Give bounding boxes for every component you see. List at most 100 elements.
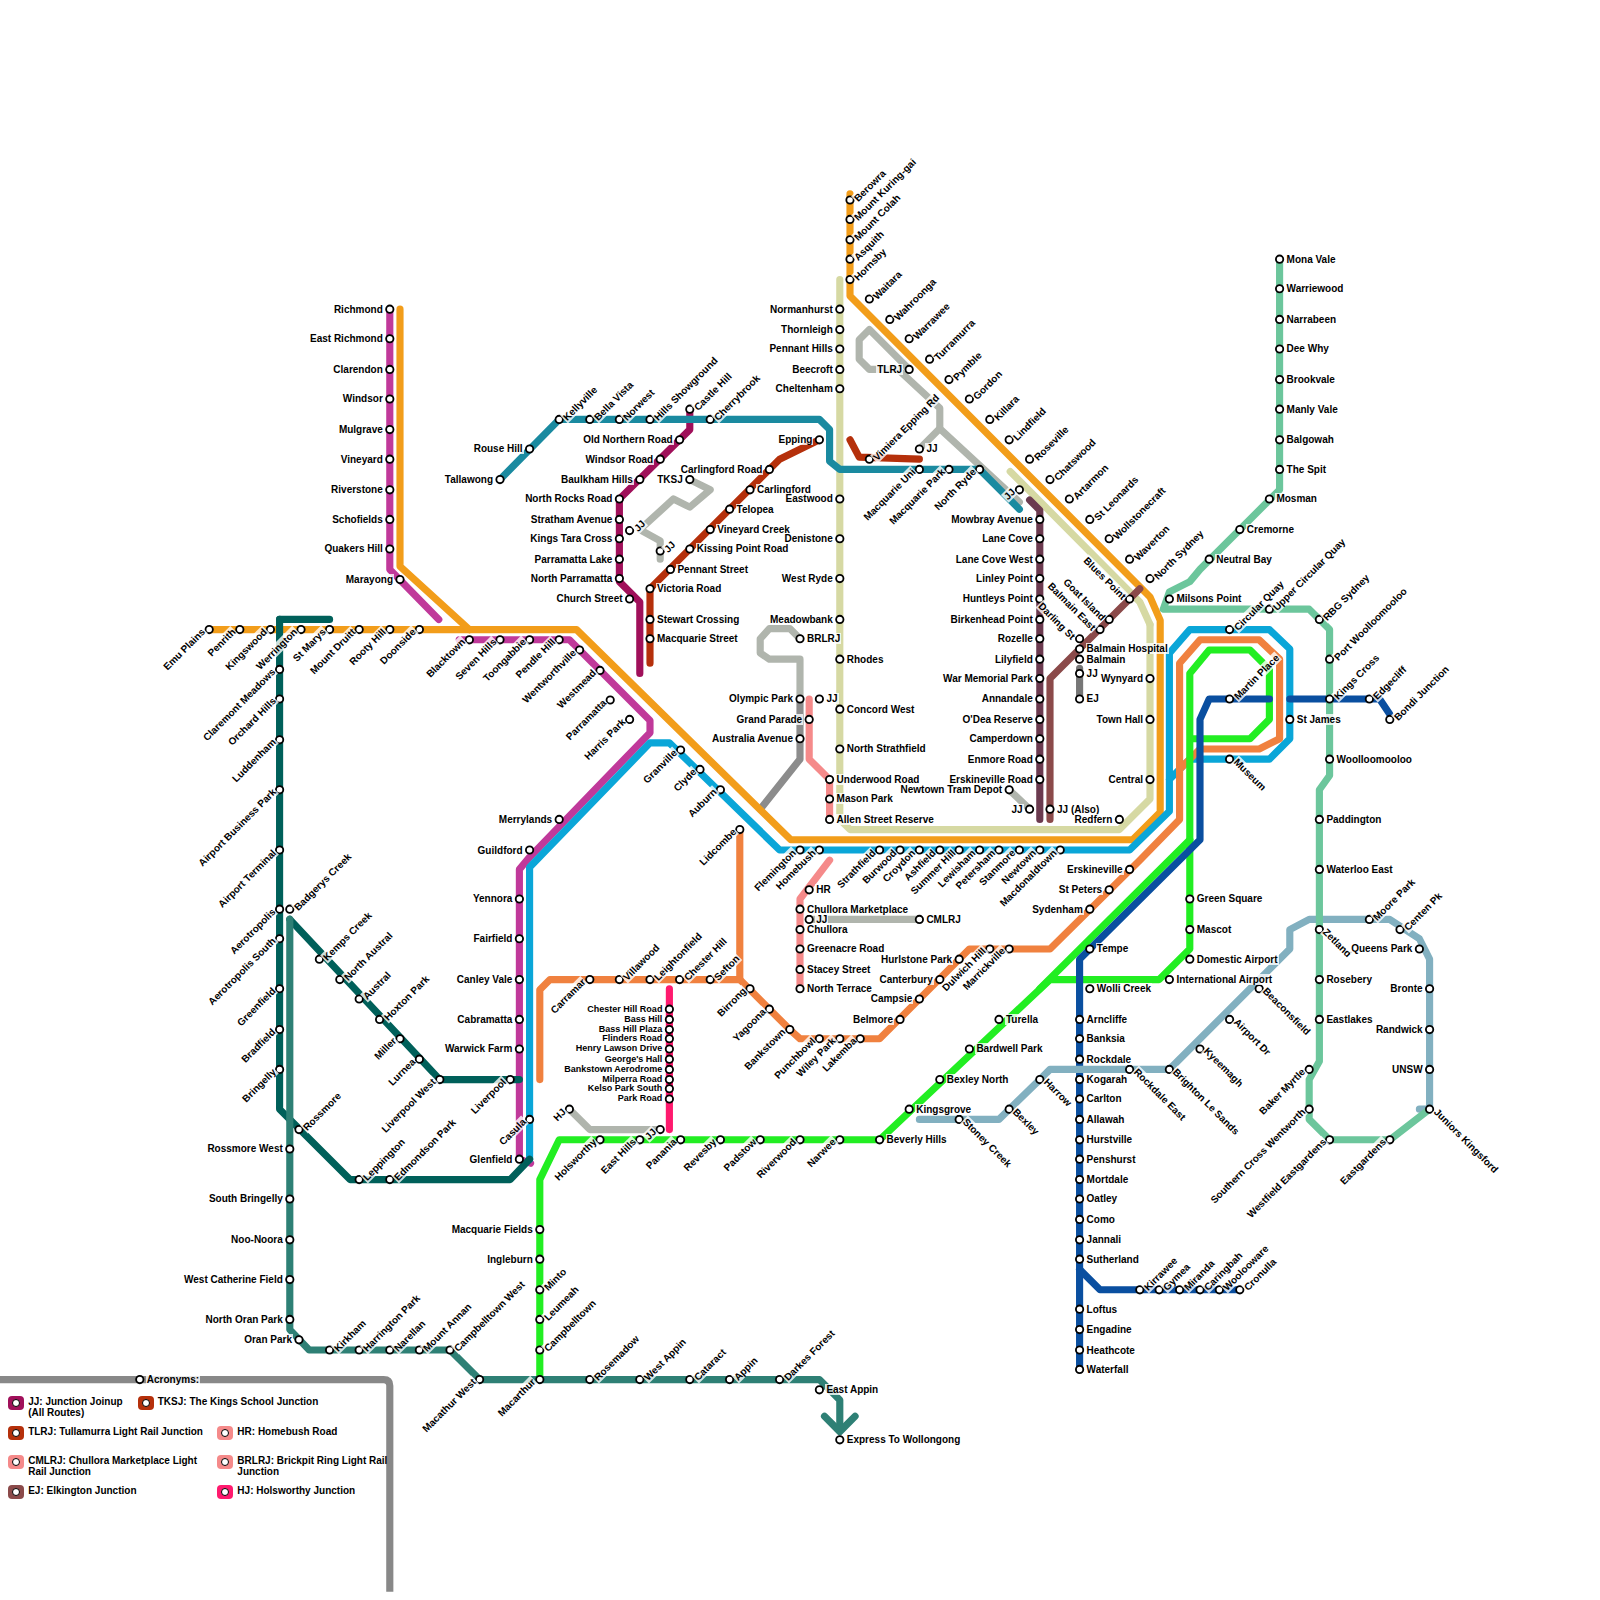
station-dot: [1166, 976, 1173, 983]
station-label: Allen Street Reserve: [836, 814, 935, 825]
station-dot: [836, 345, 843, 352]
station-label: Greenfield: [234, 985, 278, 1029]
station-label: Ingleburn: [486, 1254, 534, 1265]
station-label: International Airport: [1175, 974, 1273, 985]
station-label: Mowbray Avenue: [950, 514, 1034, 525]
station-dot: [826, 776, 833, 783]
station-label: Granville: [640, 746, 679, 785]
station-dot: [1186, 895, 1193, 902]
station-dot: [1426, 1026, 1433, 1033]
station-dot: [906, 1106, 913, 1113]
station-dot: [1076, 635, 1083, 642]
station-label: Cremorne: [1246, 524, 1295, 535]
swatch-dot: [221, 1488, 229, 1496]
station-label: Town Hall: [1096, 714, 1144, 725]
route-line: [666, 989, 673, 1130]
legend-text: TLRJ: Tullamurra Light Rail Junction: [28, 1426, 218, 1437]
station-dot: [1026, 806, 1033, 813]
station-label: Waitara: [870, 268, 904, 302]
station-label: North Rocks Road: [524, 493, 613, 504]
station-dot: [836, 656, 843, 663]
station-label: Kingsgrove: [915, 1104, 972, 1115]
station-dot: [1186, 956, 1193, 963]
station-label: Emu Plains: [161, 626, 208, 673]
station-dot: [1036, 635, 1043, 642]
station-label: Killara: [991, 392, 1022, 423]
station-dot: [516, 1016, 523, 1023]
station-dot: [1076, 1346, 1083, 1353]
station-label: Austral: [360, 969, 394, 1003]
station-label: Badgerys Creek: [291, 850, 354, 913]
station-label: Neutral Bay: [1215, 554, 1273, 565]
legend-entry: HJ: Holsworthy Junction: [217, 1485, 387, 1499]
station-label: South Bringelly: [208, 1193, 284, 1204]
station-label: Balgowah: [1286, 434, 1335, 445]
station-dot: [286, 1236, 293, 1243]
station-label: JJ: [642, 1126, 659, 1143]
station-label: JJ: [1086, 668, 1099, 679]
station-label: Heathcote: [1086, 1345, 1136, 1356]
station-label: Carlton: [1086, 1093, 1123, 1104]
station-label: JJ: [825, 693, 838, 704]
station-dot: [816, 436, 823, 443]
station-label: Tempe: [1096, 943, 1130, 954]
station-label: Domestic Airport: [1196, 954, 1279, 965]
station-dot: [796, 906, 803, 913]
station-dot: [536, 1226, 543, 1233]
station-label: Clyde: [670, 765, 698, 793]
station-dot: [836, 495, 843, 502]
station-label: Macarthur: [495, 1376, 538, 1419]
station-dot: [1036, 556, 1043, 563]
station-label: Mason Park: [836, 793, 894, 804]
station-dot: [1266, 495, 1273, 502]
station-label: War Memorial Park: [942, 673, 1034, 684]
station-label: Paddington: [1325, 814, 1382, 825]
station-label: East Hills: [598, 1136, 639, 1177]
station-dot: [667, 566, 674, 573]
station-dot: [386, 516, 393, 523]
legend-text: HJ: Holsworthy Junction: [237, 1485, 387, 1496]
station-label: Kelso Park South: [587, 1084, 664, 1093]
station-label: Lane Cove West: [955, 554, 1034, 565]
route-line: [390, 309, 439, 619]
station-label: Noo-Noora: [230, 1234, 284, 1245]
station-label: Padstow: [721, 1136, 759, 1174]
station-dot: [516, 935, 523, 942]
route-line: [760, 629, 800, 699]
station-label: Beaconsfield: [1260, 985, 1313, 1038]
legend-swatch: [217, 1455, 233, 1469]
station-dot: [516, 1045, 523, 1052]
station-label: St James: [1296, 714, 1342, 725]
station-dot: [1076, 1326, 1083, 1333]
station-dot: [1146, 716, 1153, 723]
station-label: Rosemadow: [591, 1333, 642, 1384]
station-dot: [1276, 256, 1283, 263]
station-dot: [1096, 626, 1103, 633]
station-dot: [1206, 556, 1213, 563]
station-label: Stacey Street: [806, 964, 871, 975]
station-dot: [1076, 695, 1083, 702]
station-dot: [1086, 906, 1093, 913]
station-label: Sutherland: [1086, 1254, 1140, 1265]
station-label: Como: [1086, 1214, 1116, 1225]
station-label: Milsons Point: [1175, 593, 1242, 604]
station-label: TLRJ: [876, 364, 903, 375]
station-label: Vineyard: [340, 454, 384, 465]
station-dot: [396, 576, 403, 583]
station-label: Campsie: [870, 993, 914, 1004]
swatch-dot: [12, 1399, 20, 1407]
station-label: East Appin: [825, 1384, 879, 1395]
legend-entry: HR: Homebush Road: [217, 1426, 387, 1440]
route-line: [540, 830, 740, 1080]
station-label: Annandale: [981, 693, 1034, 704]
station-dot: [1036, 656, 1043, 663]
station-dot: [536, 1256, 543, 1263]
station-dot: [806, 916, 813, 923]
station-dot: [1146, 776, 1153, 783]
station-label: Birkenhead Point: [950, 614, 1034, 625]
station-dot: [836, 1436, 843, 1443]
route-line: [1163, 259, 1429, 1140]
station-dot: [386, 306, 393, 313]
station-label: Riverstone: [330, 484, 384, 495]
station-dot: [1076, 1136, 1083, 1143]
